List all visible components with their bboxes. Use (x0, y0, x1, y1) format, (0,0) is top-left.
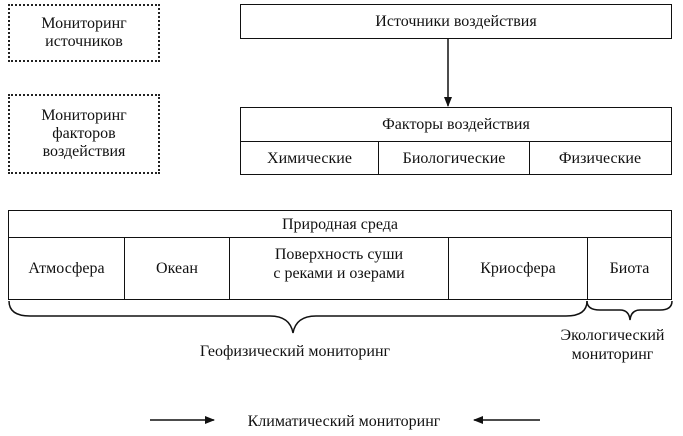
env-land-surface: Поверхность суши с реками и озерами (230, 238, 449, 299)
sources-monitoring-box: Мониторинг источников (8, 4, 160, 62)
sources-box: Источники воздействия (240, 4, 672, 39)
climatic-monitoring-label: Климатический мониторинг (247, 412, 441, 430)
env-cryosphere: Криосфера (449, 238, 588, 299)
factors-box: Факторы воздействия Химические Биологиче… (240, 107, 672, 175)
ecological-monitoring-label: Экологический мониторинг (560, 327, 665, 363)
factors-monitoring-box: Мониторинг факторов воздействия (8, 94, 160, 174)
env-atmosphere: Атмосфера (9, 238, 125, 299)
environment-box: Природная среда Атмосфера Океан Поверхно… (8, 210, 672, 300)
ecological-brace (586, 300, 673, 321)
environment-title: Природная среда (9, 211, 671, 238)
env-biota: Биота (609, 260, 650, 277)
factors-title: Факторы воздействия (241, 108, 671, 142)
env-ocean: Океан (125, 238, 230, 299)
geophysical-brace (8, 300, 588, 334)
geophysical-monitoring-label: Геофизический мониторинг (199, 342, 391, 360)
sources-title: Источники воздействия (375, 13, 537, 30)
factor-chemical: Химические (241, 142, 379, 174)
factor-physical: Физические (558, 149, 642, 167)
factor-biological: Биологические (379, 142, 530, 174)
